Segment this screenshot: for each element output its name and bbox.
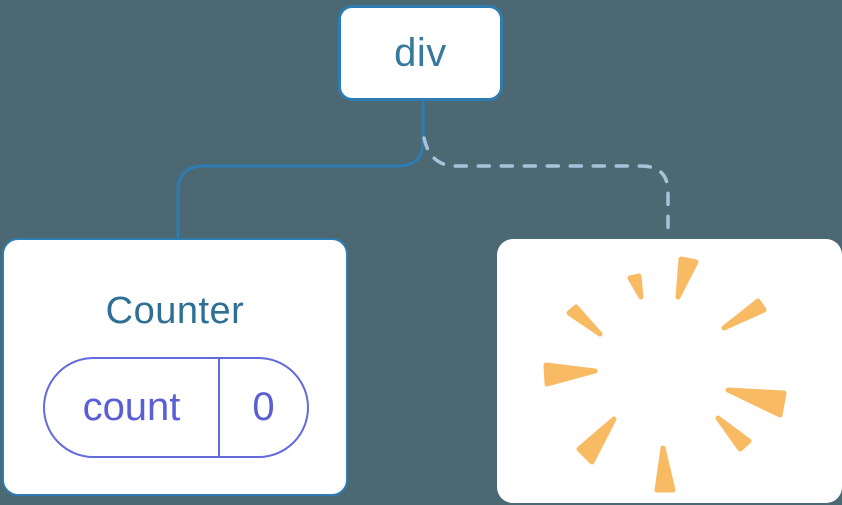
poof-ray — [627, 273, 644, 300]
poof-ray — [566, 304, 603, 337]
state-key-cell: count — [45, 359, 220, 456]
state-value-label: 0 — [252, 385, 275, 429]
poof-ray — [543, 362, 598, 387]
removed-component-card — [497, 239, 842, 503]
counter-component-card: Counter count 0 — [2, 238, 348, 496]
poof-ray — [654, 445, 676, 493]
state-key-label: count — [82, 385, 181, 429]
root-node-div: div — [338, 5, 503, 101]
state-value-cell: 0 — [220, 359, 307, 456]
root-node-label: div — [394, 30, 447, 75]
poof-ray — [715, 415, 752, 452]
poof-ray — [675, 256, 699, 300]
counter-title: Counter — [105, 290, 245, 332]
state-pill: count 0 — [43, 357, 309, 458]
dashed-edge-line — [422, 136, 670, 241]
poof-ray — [725, 387, 787, 418]
poof-ray — [721, 298, 767, 331]
poof-ray — [576, 416, 617, 465]
poof-starburst-icon — [543, 256, 787, 493]
solid-edge-line — [176, 100, 425, 238]
